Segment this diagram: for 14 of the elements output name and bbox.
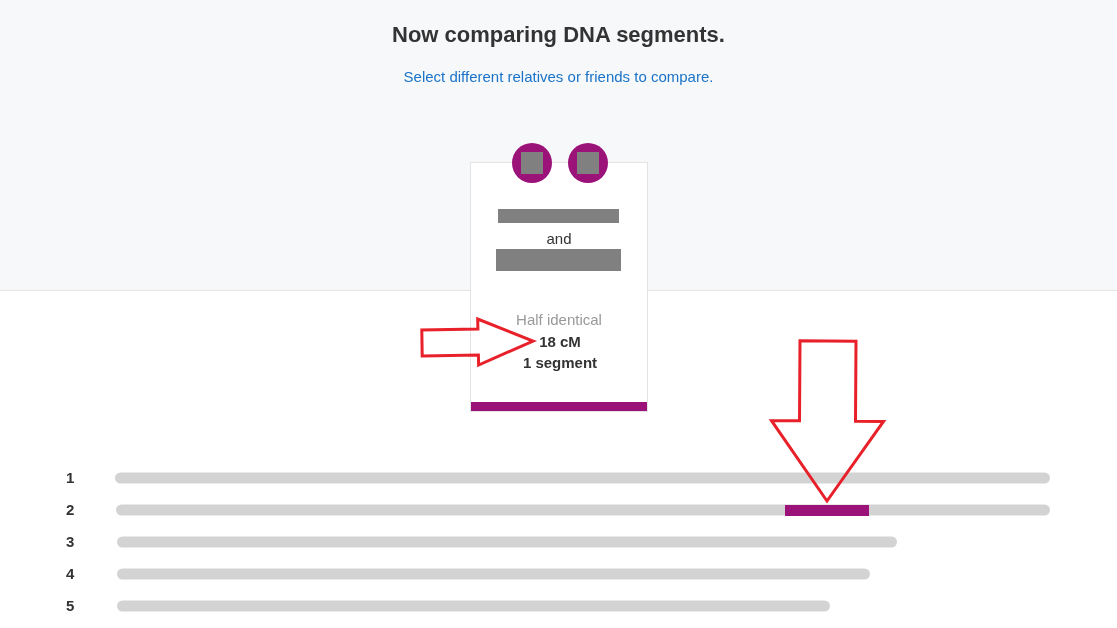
match-stat: 18 cM bbox=[539, 332, 581, 350]
chromosome-number: 4 bbox=[66, 565, 75, 582]
conjunction-text: and bbox=[545, 230, 573, 247]
relationship-text: Half identical bbox=[515, 311, 603, 328]
chromosome-number: 2 bbox=[66, 501, 75, 518]
chromosome-number: 1 bbox=[66, 469, 75, 486]
compare-link: Select different relatives or friends to compare. bbox=[403, 68, 714, 85]
page-title: Now comparing DNA segments. bbox=[391, 22, 726, 48]
chromosome-number: 5 bbox=[66, 597, 75, 614]
block-arrow bbox=[420, 316, 537, 368]
chromosome-number: 3 bbox=[66, 533, 75, 550]
match-stat: 1 segment bbox=[522, 353, 598, 371]
block-arrow bbox=[768, 339, 887, 504]
dna-segment-bar bbox=[785, 505, 869, 516]
